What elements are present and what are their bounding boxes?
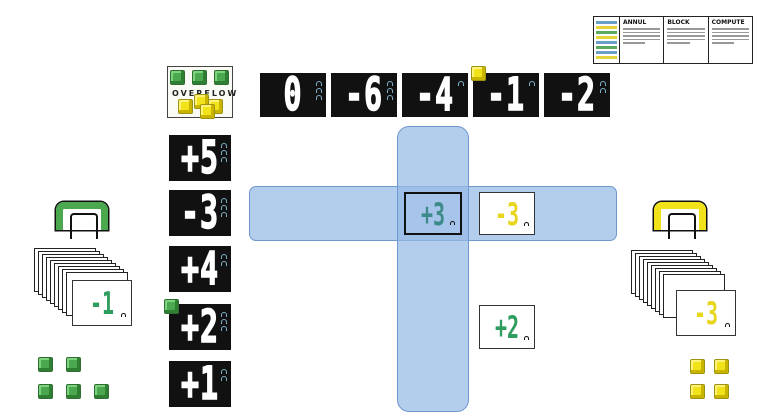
card-value: -3 bbox=[494, 194, 520, 233]
card-value: +3 bbox=[420, 194, 446, 233]
card-level-icon bbox=[221, 312, 227, 331]
green-magnet-icon bbox=[56, 202, 108, 239]
card-level-icon bbox=[316, 81, 322, 100]
yellow-cube[interactable] bbox=[690, 384, 705, 399]
yellow-deck-top-card[interactable]: -3 bbox=[676, 290, 736, 336]
top-card-2[interactable]: -4 bbox=[402, 68, 468, 122]
card-value: 0 bbox=[283, 68, 303, 122]
card-level-icon bbox=[524, 222, 529, 226]
overflow-label: OVERFLOW bbox=[172, 89, 238, 98]
card-level-icon bbox=[458, 81, 464, 86]
card-value: +5 bbox=[180, 131, 220, 185]
card-value: +1 bbox=[180, 357, 220, 411]
card-value: +4 bbox=[180, 242, 220, 296]
yellow-cube[interactable] bbox=[714, 359, 729, 374]
card-level-icon bbox=[600, 81, 606, 93]
yellow-cube[interactable] bbox=[690, 359, 705, 374]
rule-annul: ANNUL bbox=[620, 17, 665, 63]
green-cube[interactable] bbox=[94, 384, 109, 399]
rule-block: BLOCK bbox=[664, 17, 709, 63]
card-level-icon bbox=[524, 336, 529, 340]
rule-compute: COMPUTE bbox=[709, 17, 752, 63]
yellow-cube[interactable] bbox=[178, 99, 193, 114]
selected-card[interactable]: +3 bbox=[404, 192, 462, 235]
card-value: -4 bbox=[415, 68, 455, 122]
left-card-2[interactable]: +4 bbox=[169, 242, 231, 296]
card-level-icon bbox=[221, 369, 227, 381]
green-cube[interactable] bbox=[38, 384, 53, 399]
card-level-icon bbox=[121, 313, 126, 317]
card-value: +2 bbox=[180, 300, 220, 354]
card-value: -1 bbox=[486, 68, 526, 122]
top-card-0[interactable]: 0 bbox=[260, 68, 326, 122]
card-level-icon bbox=[529, 81, 535, 86]
yellow-number-card[interactable]: -3 bbox=[479, 192, 535, 235]
green-cube[interactable] bbox=[66, 357, 81, 372]
green-cube[interactable] bbox=[170, 70, 185, 85]
green-cube[interactable] bbox=[214, 70, 229, 85]
left-card-4[interactable]: +1 bbox=[169, 357, 231, 411]
card-value: -6 bbox=[344, 68, 384, 122]
green-cube[interactable] bbox=[164, 299, 179, 314]
green-cube[interactable] bbox=[192, 70, 207, 85]
left-card-0[interactable]: +5 bbox=[169, 131, 231, 185]
card-level-icon bbox=[450, 221, 455, 225]
yellow-cube[interactable] bbox=[714, 384, 729, 399]
card-value: +2 bbox=[494, 308, 520, 346]
green-cube[interactable] bbox=[66, 384, 81, 399]
card-value: -3 bbox=[180, 186, 220, 240]
rules-card[interactable]: ANNUL BLOCK COMPUTE bbox=[593, 16, 753, 64]
card-level-icon bbox=[221, 143, 227, 162]
rules-thumbnail bbox=[594, 17, 620, 63]
top-card-3[interactable]: -1 bbox=[473, 68, 539, 122]
rule-heading: ANNUL bbox=[623, 19, 647, 26]
left-card-1[interactable]: -3 bbox=[169, 186, 231, 240]
card-level-icon bbox=[221, 254, 227, 266]
rule-heading: BLOCK bbox=[667, 19, 690, 26]
yellow-cube[interactable] bbox=[200, 104, 215, 119]
green-number-card[interactable]: +2 bbox=[479, 305, 535, 349]
card-value: -2 bbox=[557, 68, 597, 122]
left-card-3[interactable]: +2 bbox=[169, 300, 231, 354]
yellow-cube[interactable] bbox=[471, 66, 486, 81]
card-level-icon bbox=[725, 323, 730, 327]
top-card-1[interactable]: -6 bbox=[331, 68, 397, 122]
highlight-column bbox=[397, 126, 469, 412]
card-level-icon bbox=[387, 81, 393, 100]
card-value: -1 bbox=[89, 284, 115, 322]
card-level-icon bbox=[221, 198, 227, 217]
top-card-4[interactable]: -2 bbox=[544, 68, 610, 122]
card-value: -3 bbox=[693, 294, 719, 332]
yellow-magnet-icon bbox=[654, 202, 706, 239]
green-deck-top-card[interactable]: -1 bbox=[72, 280, 132, 326]
rule-heading: COMPUTE bbox=[711, 19, 745, 26]
green-cube[interactable] bbox=[38, 357, 53, 372]
